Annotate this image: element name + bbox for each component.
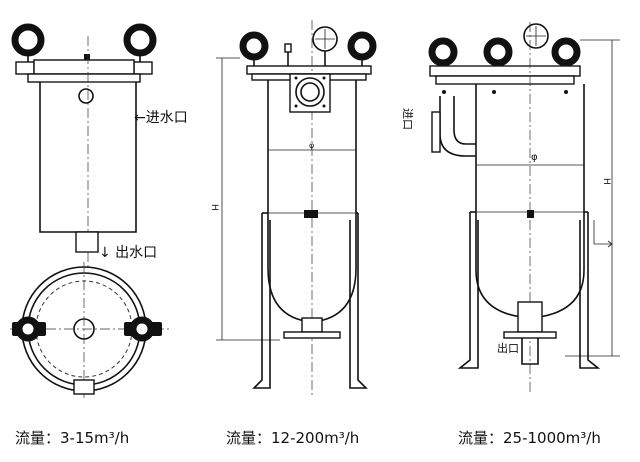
left-eyebolt-knob-2 [123,23,157,57]
caption-medium-filter: 流量：12-200m³/h [226,429,359,447]
right-diameter-dim: φ [531,152,538,163]
right-height-dim: H [601,178,611,185]
right-pressure-gauge [523,23,549,49]
large-filter-view: H 进口 φ [401,22,620,392]
right-knob-left [428,37,458,67]
small-filter-top-view [10,262,170,398]
top-view-knob-right [129,316,155,342]
mid-knob-left [239,31,269,61]
caption-large-filter: 流量：25-1000m³/h [458,429,601,447]
right-inlet-label: 进口 [401,108,414,130]
right-knob-center [483,37,513,67]
mid-knob-right [347,31,377,61]
mid-height-dim: H [209,204,219,211]
left-inlet-label: ←进水口 [134,110,188,126]
mid-diameter-dim: φ [309,141,314,150]
left-eyebolt-knob-1 [11,23,45,57]
top-view-knob-left [15,316,41,342]
right-knob-right [551,37,581,67]
caption-small-filter: 流量：3-15m³/h [15,429,129,447]
left-outlet-label: ↓ 出水口 [99,245,157,261]
right-outlet-label: 出口 [497,341,519,355]
medium-filter-view: H φ [209,20,377,395]
small-filter-front-view: ←进水口 ↓ 出水口 [11,23,188,270]
